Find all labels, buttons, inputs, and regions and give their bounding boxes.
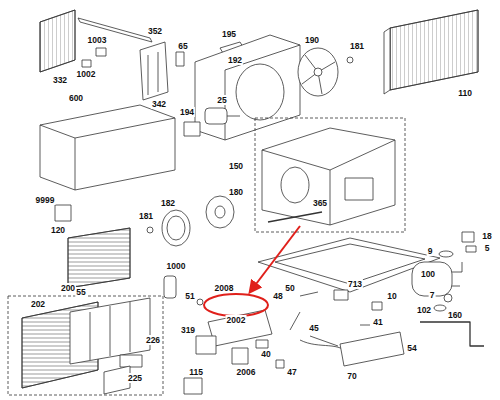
callout-number: 150 bbox=[228, 161, 244, 171]
callout-number: 25 bbox=[216, 95, 227, 105]
callout-number: 51 bbox=[184, 291, 195, 301]
callout-number: 115 bbox=[188, 367, 204, 377]
callout-number: 41 bbox=[372, 317, 383, 327]
callout-number: 2002 bbox=[226, 315, 247, 325]
callout-number: 40 bbox=[260, 349, 271, 359]
callout-number: 182 bbox=[160, 198, 176, 208]
callout-number: 2006 bbox=[236, 367, 257, 377]
callout-number: 226 bbox=[145, 335, 161, 345]
callout-number: 10 bbox=[386, 291, 397, 301]
callout-number: 18 bbox=[481, 231, 492, 241]
callout-number: 1002 bbox=[76, 69, 97, 79]
callout-number: 352 bbox=[147, 26, 163, 36]
callout-number: 190 bbox=[304, 35, 320, 45]
callout-number: 65 bbox=[177, 41, 188, 51]
callout-number: 100 bbox=[420, 269, 436, 279]
callout-number: 55 bbox=[75, 287, 86, 297]
callout-number: 110 bbox=[457, 88, 473, 98]
callout-number: 5 bbox=[484, 243, 491, 253]
callout-number: 181 bbox=[138, 211, 154, 221]
callout-number: 7 bbox=[429, 290, 436, 300]
callout-number: 181 bbox=[349, 41, 365, 51]
callout-number: 48 bbox=[272, 291, 283, 301]
callout-number: 54 bbox=[406, 343, 417, 353]
callout-number: 342 bbox=[151, 99, 167, 109]
callout-number: 2008 bbox=[214, 283, 235, 293]
callout-number: 194 bbox=[179, 107, 195, 117]
callout-number: 1000 bbox=[166, 261, 187, 271]
callout-number: 70 bbox=[346, 371, 357, 381]
callout-number: 180 bbox=[228, 187, 244, 197]
callout-number: 45 bbox=[308, 323, 319, 333]
callout-number: 713 bbox=[347, 279, 363, 289]
callout-number: 9 bbox=[427, 246, 434, 256]
callout-number: 50 bbox=[284, 283, 295, 293]
callout-number: 102 bbox=[416, 305, 432, 315]
callout-number: 47 bbox=[286, 367, 297, 377]
callout-number: 225 bbox=[127, 373, 143, 383]
callout-number: 192 bbox=[227, 55, 243, 65]
callout-number: 365 bbox=[312, 198, 328, 208]
callout-number: 202 bbox=[30, 299, 46, 309]
callout-number: 9999 bbox=[35, 195, 56, 205]
callout-number: 1003 bbox=[87, 35, 108, 45]
callout-number: 120 bbox=[50, 225, 66, 235]
callout-number: 200 bbox=[60, 283, 76, 293]
callout-number: 332 bbox=[52, 75, 68, 85]
callout-number: 160 bbox=[447, 310, 463, 320]
callout-number: 195 bbox=[221, 29, 237, 39]
callout-number: 319 bbox=[180, 325, 196, 335]
callout-number: 600 bbox=[68, 93, 84, 103]
